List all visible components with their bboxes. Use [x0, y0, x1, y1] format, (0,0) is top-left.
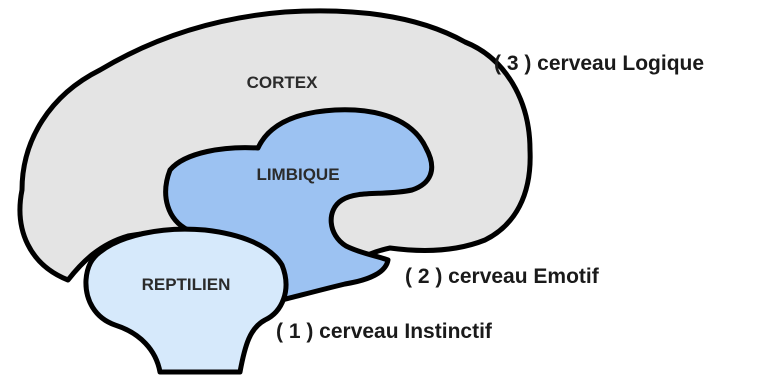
instinctive-brain-caption: ( 1 ) cerveau Instinctif	[276, 320, 493, 343]
cortex-label: CORTEX	[247, 73, 319, 92]
limbic-label: LIMBIQUE	[256, 165, 339, 184]
logical-brain-caption: ( 3 ) cerveau Logique	[494, 52, 704, 75]
reptilian-region	[86, 229, 286, 372]
emotional-brain-caption: ( 2 ) cerveau Emotif	[405, 265, 600, 288]
reptilian-label: REPTILIEN	[142, 275, 231, 294]
